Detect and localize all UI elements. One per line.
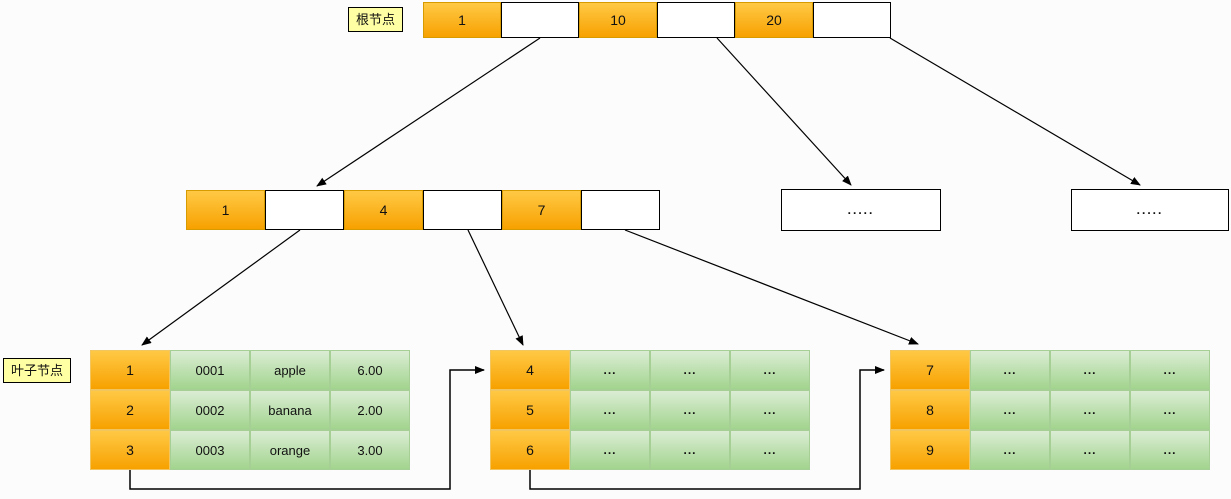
- leaf-data-cell: ...: [650, 430, 730, 470]
- root-key-cell: 20: [735, 2, 813, 38]
- internal-key-cell: 7: [502, 190, 581, 230]
- leaf-data-cell: ...: [1050, 430, 1130, 470]
- edge-internal-to-leaf-2: [467, 229, 524, 346]
- leaf-key-cell: 6: [490, 430, 570, 470]
- leaf-node-label: 叶子节点: [3, 358, 72, 383]
- placeholder-node: .....: [781, 189, 941, 231]
- edge-leaf1-to-leaf2-linked-list: [129, 366, 485, 490]
- edge-root-to-placeholder-1: [716, 37, 852, 186]
- leaf-node-1: 1 0001 apple 6.00 2 0002 banana 2.00 3 0…: [90, 350, 410, 470]
- leaf-data-cell: ...: [1130, 430, 1210, 470]
- edge-internal-to-leaf-1: [141, 229, 301, 346]
- leaf-data-cell: 6.00: [330, 350, 410, 390]
- root-pointer-cell: [813, 2, 891, 38]
- internal-pointer-cell: [423, 190, 502, 230]
- leaf-data-cell: ...: [1130, 350, 1210, 390]
- edge-root-to-internal: [316, 37, 541, 187]
- root-node: 1 10 20: [423, 2, 891, 38]
- leaf-data-cell: 0001: [170, 350, 250, 390]
- leaf-data-cell: ...: [1050, 390, 1130, 430]
- leaf-key-cell: 7: [890, 350, 970, 390]
- root-node-label: 根节点: [348, 7, 404, 32]
- leaf-key-cell: 4: [490, 350, 570, 390]
- leaf-data-cell: 2.00: [330, 390, 410, 430]
- leaf-data-cell: ...: [970, 430, 1050, 470]
- leaf-data-cell: ...: [1050, 350, 1130, 390]
- leaf-data-cell: banana: [250, 390, 330, 430]
- leaf-data-cell: ...: [970, 350, 1050, 390]
- internal-pointer-cell: [581, 190, 660, 230]
- leaf-key-cell: 9: [890, 430, 970, 470]
- edge-leaf2-to-leaf3-linked-list: [529, 366, 885, 490]
- leaf-node-3: 7 ... ... ... 8 ... ... ... 9 ... ... ..…: [890, 350, 1210, 470]
- leaf-key-cell: 1: [90, 350, 170, 390]
- leaf-node-2: 4 ... ... ... 5 ... ... ... 6 ... ... ..…: [490, 350, 810, 470]
- leaf-data-cell: ...: [570, 430, 650, 470]
- internal-key-cell: 1: [186, 190, 265, 230]
- leaf-data-cell: 0003: [170, 430, 250, 470]
- leaf-data-cell: ...: [1130, 390, 1210, 430]
- internal-pointer-cell: [265, 190, 344, 230]
- leaf-data-cell: 0002: [170, 390, 250, 430]
- leaf-data-cell: apple: [250, 350, 330, 390]
- root-pointer-cell: [501, 2, 579, 38]
- edge-internal-to-leaf-3: [624, 229, 919, 345]
- leaf-data-cell: ...: [570, 350, 650, 390]
- internal-node: 1 4 7: [186, 190, 660, 230]
- leaf-key-cell: 3: [90, 430, 170, 470]
- leaf-data-cell: ...: [730, 350, 810, 390]
- leaf-key-cell: 5: [490, 390, 570, 430]
- leaf-key-cell: 2: [90, 390, 170, 430]
- leaf-key-cell: 8: [890, 390, 970, 430]
- leaf-data-cell: orange: [250, 430, 330, 470]
- leaf-data-cell: 3.00: [330, 430, 410, 470]
- leaf-data-cell: ...: [970, 390, 1050, 430]
- leaf-data-cell: ...: [730, 430, 810, 470]
- placeholder-node: .....: [1071, 189, 1229, 231]
- leaf-data-cell: ...: [650, 390, 730, 430]
- leaf-data-cell: ...: [650, 350, 730, 390]
- edge-root-to-placeholder-2: [889, 37, 1141, 186]
- leaf-data-cell: ...: [730, 390, 810, 430]
- internal-key-cell: 4: [344, 190, 423, 230]
- root-key-cell: 1: [423, 2, 501, 38]
- root-key-cell: 10: [579, 2, 657, 38]
- leaf-data-cell: ...: [570, 390, 650, 430]
- root-pointer-cell: [657, 2, 735, 38]
